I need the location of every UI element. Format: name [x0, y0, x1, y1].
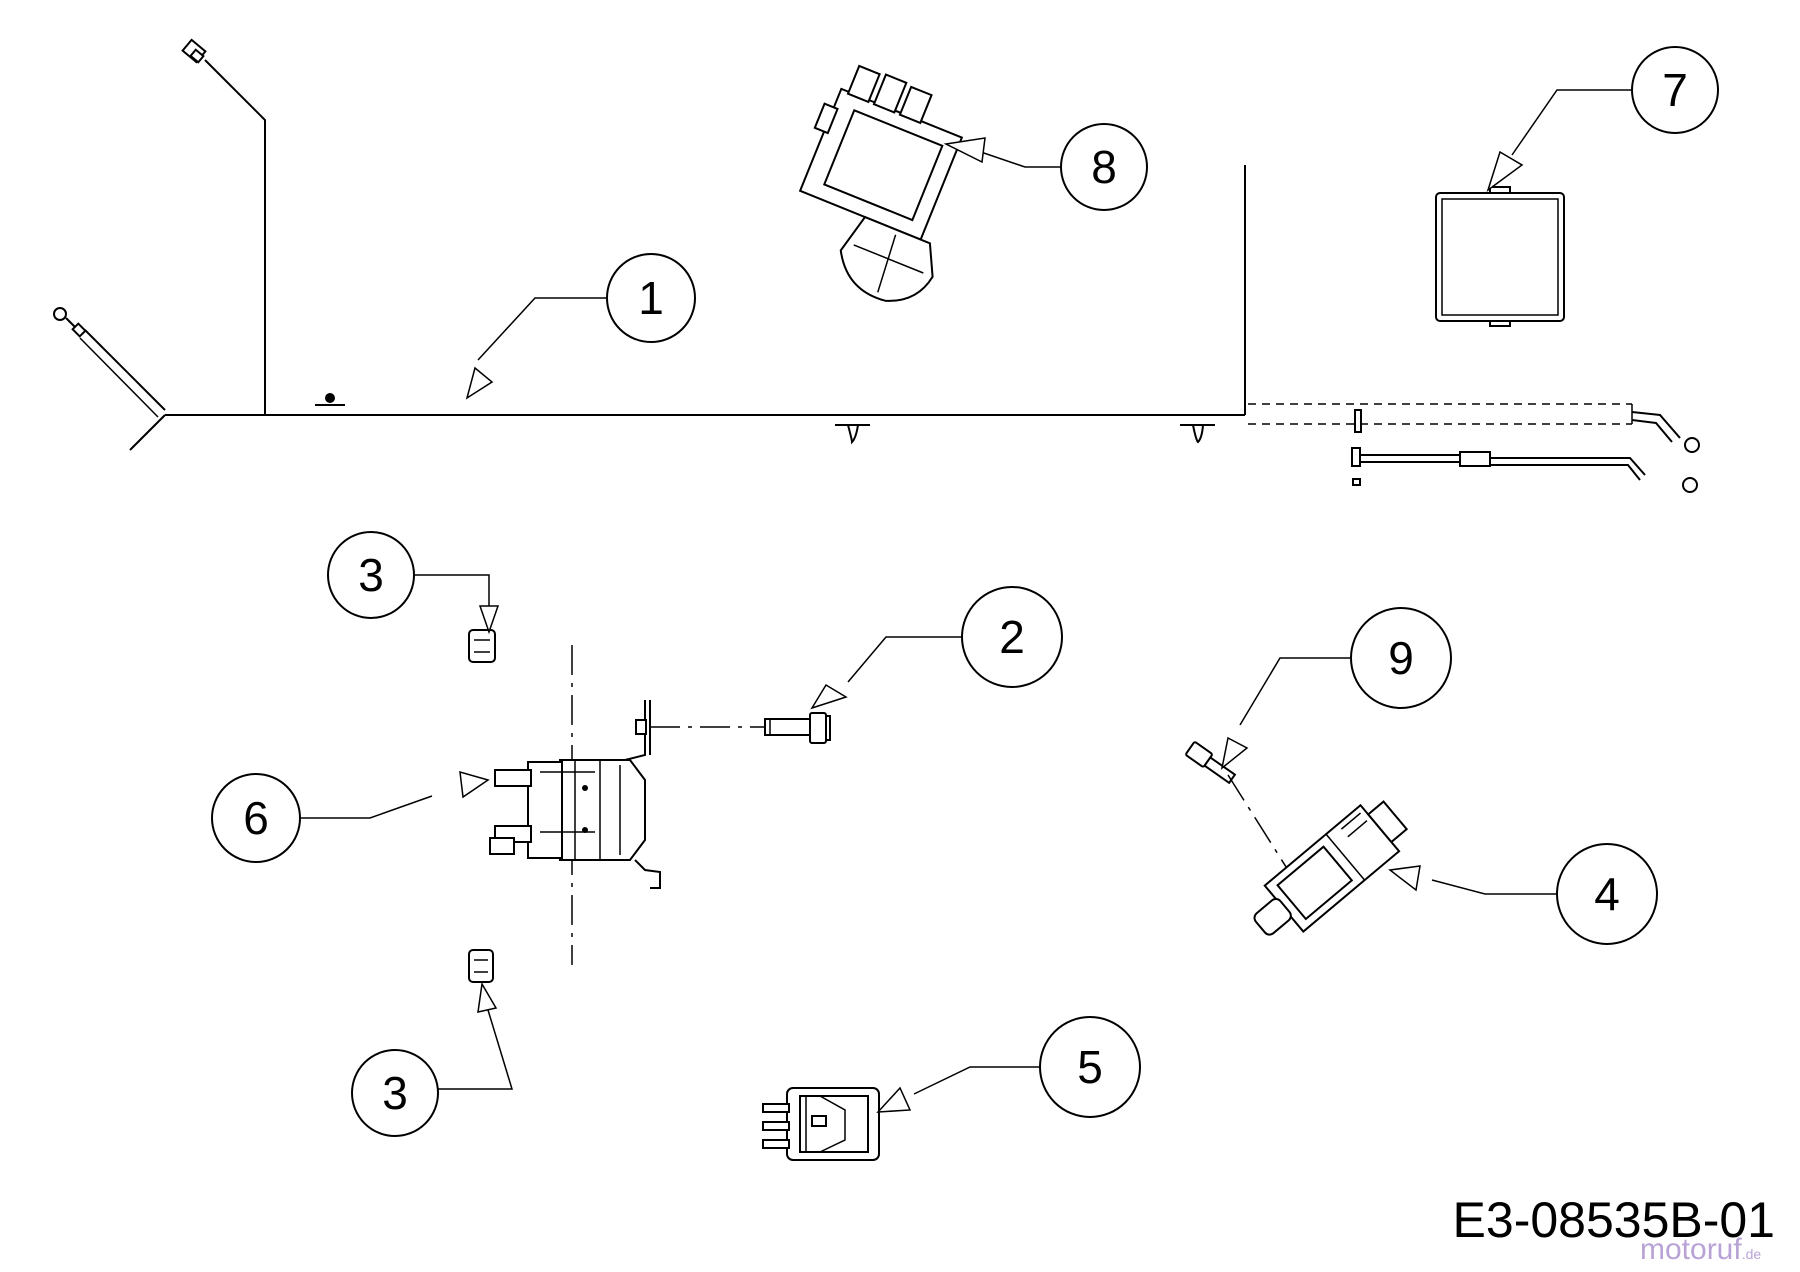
solenoid: [489, 700, 661, 889]
switch: [1253, 800, 1409, 936]
callout-7: 7: [1631, 46, 1719, 134]
callout-3-upper: 3: [327, 531, 415, 619]
nut-lower: [468, 949, 494, 983]
callout-6: 6: [211, 773, 301, 863]
callout-4-label: 4: [1594, 868, 1620, 920]
callout-2: 2: [961, 586, 1063, 688]
callout-2-label: 2: [999, 611, 1025, 663]
callout-1-label: 1: [638, 272, 664, 324]
callout-3-lower: 3: [351, 1049, 439, 1137]
callout-6-label: 6: [243, 792, 269, 844]
screw-small: [1185, 741, 1237, 785]
callout-1: 1: [606, 253, 696, 343]
svg-text:motoruf.de: motoruf.de: [1640, 1233, 1761, 1266]
bolt: [764, 712, 831, 744]
callout-5: 5: [1039, 1016, 1141, 1118]
wire-harness: [53, 38, 1700, 493]
callout-7-label: 7: [1662, 64, 1688, 116]
nut-upper: [468, 629, 496, 663]
callout-3-lower-label: 3: [382, 1067, 408, 1119]
square-plate: [1435, 186, 1565, 327]
rocker-switch: [762, 1087, 880, 1161]
callout-8: 8: [1060, 123, 1148, 211]
watermark: motoruf.de: [1640, 1233, 1761, 1266]
callout-5-label: 5: [1077, 1041, 1103, 1093]
callout-8-label: 8: [1091, 141, 1117, 193]
watermark-main: motoruf: [1640, 1233, 1742, 1266]
screw-axis: [1227, 774, 1289, 871]
watermark-suffix: .de: [1742, 1246, 1762, 1262]
callout-3-upper-label: 3: [358, 549, 384, 601]
callout-9: 9: [1350, 607, 1452, 709]
callout-4: 4: [1556, 843, 1658, 945]
ignition-switch: [798, 64, 964, 302]
drawing-code: E3-08535B-01: [1453, 1192, 1775, 1248]
callout-leaders: [297, 89, 1637, 1113]
callout-9-label: 9: [1388, 632, 1414, 684]
